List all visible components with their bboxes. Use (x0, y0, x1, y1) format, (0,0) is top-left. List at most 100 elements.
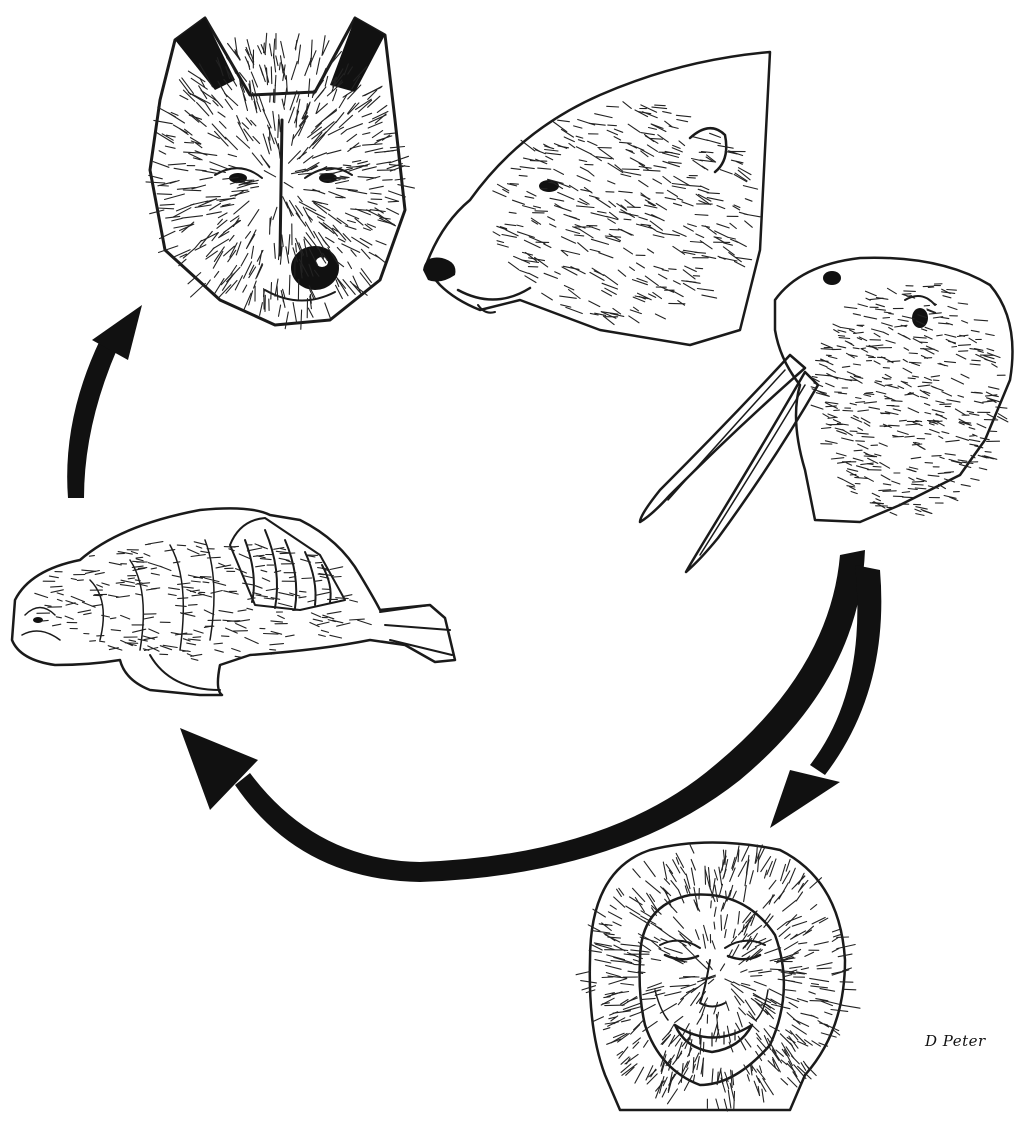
fur-stroke (278, 603, 292, 607)
fur-stroke (826, 383, 834, 387)
fur-stroke (579, 229, 593, 238)
fur-stroke (278, 119, 279, 137)
fur-stroke (847, 471, 859, 477)
fur-stroke (575, 235, 584, 236)
fur-stroke (275, 75, 276, 85)
fur-stroke (921, 349, 935, 350)
fur-stroke (753, 994, 765, 1001)
fur-stroke (932, 410, 944, 413)
fur-stroke (902, 492, 909, 493)
fur-stroke (133, 629, 146, 632)
fur-stroke (649, 128, 657, 130)
fur-stroke (641, 193, 649, 199)
fur-stroke (739, 212, 747, 214)
fur-stroke (206, 280, 211, 287)
fur-stroke (787, 1013, 800, 1025)
fur-stroke (341, 130, 347, 135)
fur-stroke (288, 235, 290, 255)
fur-stroke (689, 186, 701, 187)
fur-stroke (837, 945, 855, 949)
fur-stroke (958, 460, 967, 461)
fur-stroke (961, 485, 970, 487)
fur-stroke (548, 217, 555, 221)
fur-stroke (102, 583, 109, 585)
fur-stroke (683, 270, 695, 279)
fur-stroke (578, 140, 584, 142)
fur-stroke (245, 638, 258, 644)
fur-stroke (566, 307, 583, 313)
fur-stroke (529, 273, 538, 278)
fur-stroke (717, 224, 729, 228)
fur-stroke (838, 330, 846, 332)
fur-stroke (703, 934, 706, 948)
fur-stroke (187, 549, 199, 554)
fur-stroke (858, 410, 869, 411)
fur-stroke (848, 469, 858, 472)
fur-stroke (213, 582, 226, 585)
fur-stroke (721, 915, 722, 930)
fur-stroke (285, 312, 288, 329)
fur-stroke (665, 992, 681, 996)
fur-stroke (590, 196, 600, 199)
fur-stroke (653, 292, 662, 298)
fur-stroke (265, 33, 267, 54)
fur-stroke (812, 984, 819, 985)
fur-stroke (663, 112, 671, 114)
fur-stroke (609, 979, 627, 985)
fur-stroke (786, 859, 790, 871)
fur-stroke (381, 218, 390, 219)
fur-stroke (527, 192, 536, 197)
fur-stroke (874, 333, 880, 337)
fur-stroke (784, 975, 792, 977)
fur-stroke (311, 613, 320, 617)
fur-stroke (252, 246, 254, 258)
fur-stroke (682, 202, 693, 206)
fur-stroke (722, 860, 723, 870)
fur-stroke (588, 171, 594, 176)
fur-stroke (100, 641, 105, 642)
fur-stroke (971, 479, 979, 481)
fur-stroke (550, 198, 564, 201)
fur-stroke (210, 162, 228, 169)
fur-stroke (377, 106, 387, 113)
fur-stroke (92, 605, 102, 607)
fur-stroke (251, 187, 259, 188)
fur-stroke (715, 885, 718, 901)
fur-stroke (172, 575, 181, 577)
fur-stroke (681, 989, 694, 1000)
fur-stroke (151, 568, 156, 569)
fur-stroke (833, 929, 841, 932)
fur-stroke (974, 401, 983, 403)
fur-stroke (593, 1017, 604, 1022)
fur-stroke (228, 154, 236, 156)
fur-stroke (946, 339, 955, 343)
fur-stroke (195, 205, 211, 207)
fur-stroke (277, 286, 278, 300)
fur-stroke (279, 63, 280, 70)
fur-stroke (747, 1075, 749, 1081)
fur-stroke (230, 235, 235, 241)
fur-stroke (921, 510, 932, 514)
fur-stroke (720, 964, 724, 971)
fur-stroke (936, 414, 947, 419)
fur-stroke (717, 206, 725, 209)
fur-stroke (192, 115, 206, 127)
fur-stroke (749, 970, 762, 972)
fur-stroke (617, 204, 627, 211)
fur-stroke (295, 34, 299, 49)
fur-stroke (136, 594, 142, 595)
fur-stroke (176, 605, 187, 606)
fur-stroke (876, 392, 886, 394)
fur-stroke (350, 281, 360, 293)
fur-stroke (738, 912, 739, 925)
fur-stroke (826, 406, 837, 407)
fur-stroke (881, 475, 890, 480)
fur-stroke (857, 466, 869, 469)
fur-stroke (42, 620, 49, 621)
fur-stroke (711, 901, 712, 908)
fur-stroke (792, 1025, 806, 1034)
fur-stroke (853, 364, 860, 365)
fur-stroke (843, 430, 853, 436)
fur-stroke (959, 345, 971, 346)
arrow-carcass-to-wolf (67, 305, 142, 498)
